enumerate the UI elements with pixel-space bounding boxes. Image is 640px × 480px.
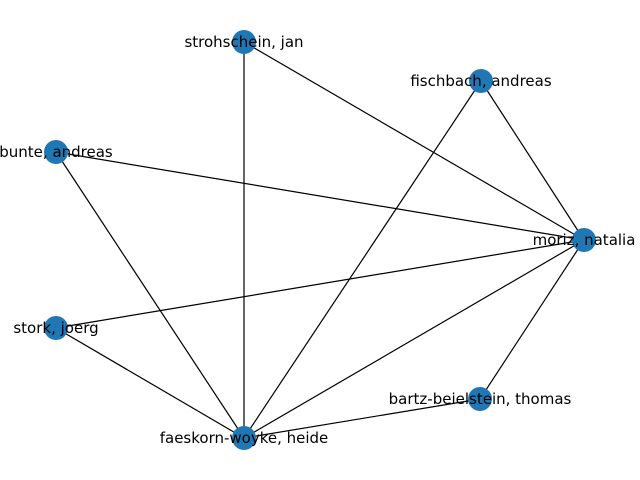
edge-strohschein-moriz — [243, 41, 585, 241]
edge-fischbach-faeskorn — [243, 80, 482, 439]
node-bunte — [44, 140, 68, 164]
node-label-bunte: bunte, andreas — [0, 143, 113, 161]
edge-moriz-bartz — [479, 239, 585, 400]
edges-layer — [55, 41, 585, 439]
node-fischbach — [469, 69, 493, 93]
edge-bunte-moriz — [55, 151, 585, 241]
node-label-stork: stork, joerg — [13, 319, 98, 337]
edge-fischbach-moriz — [480, 80, 585, 241]
edge-moriz-faeskorn — [243, 239, 585, 439]
edge-stork-moriz — [55, 239, 585, 329]
nodes-layer — [44, 30, 596, 450]
node-label-moriz: moriz, natalia — [533, 231, 636, 249]
node-label-faeskorn: faeskorn-woyke, heide — [160, 429, 329, 447]
node-faeskorn — [232, 426, 256, 450]
labels-layer: strohschein, jan fischbach, andreas bunte,… — [0, 33, 635, 447]
node-moriz — [572, 228, 596, 252]
node-label-bartz: bartz-beielstein, thomas — [389, 390, 572, 408]
node-label-strohschein: strohschein, jan — [184, 33, 303, 51]
node-stork — [44, 316, 68, 340]
edge-stork-faeskorn — [55, 327, 245, 439]
node-label-fischbach: fischbach, andreas — [410, 72, 551, 90]
node-bartz — [468, 387, 492, 411]
node-strohschein — [232, 30, 256, 54]
edge-bunte-faeskorn — [55, 151, 245, 439]
edge-bartz-faeskorn — [243, 398, 481, 439]
